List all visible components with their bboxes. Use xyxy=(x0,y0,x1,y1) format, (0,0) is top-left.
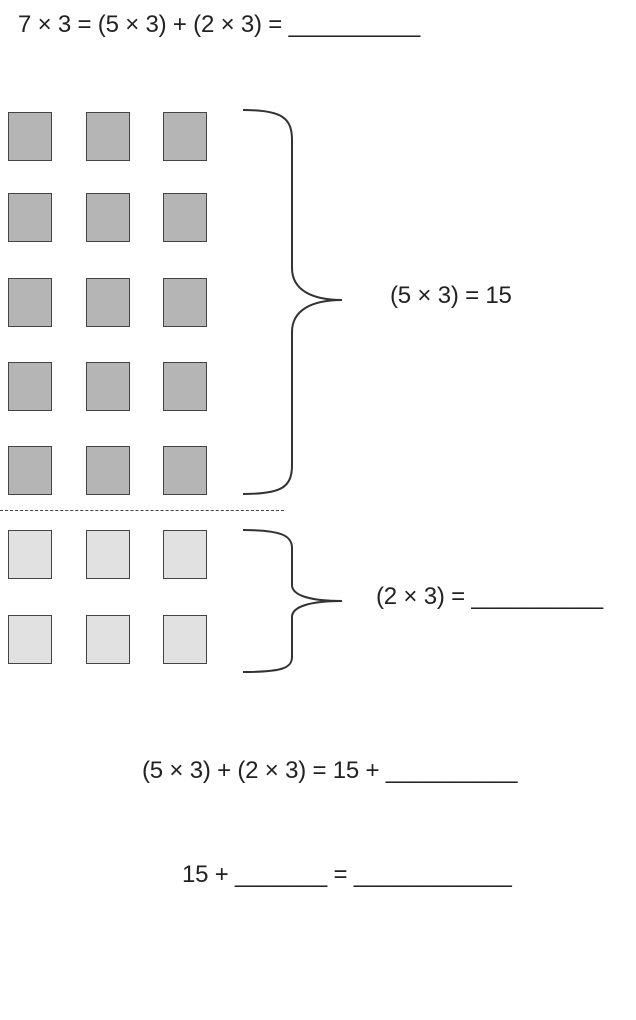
top-equation: 7 × 3 = (5 × 3) + (2 × 3) = __________ xyxy=(18,11,421,38)
dark-square xyxy=(86,362,130,411)
dark-square xyxy=(163,446,207,495)
dark-square xyxy=(86,112,130,161)
dark-square xyxy=(8,193,52,242)
light-square xyxy=(8,530,52,579)
dark-square xyxy=(86,278,130,327)
dark-square xyxy=(86,446,130,495)
light-square xyxy=(86,615,130,664)
dark-square xyxy=(8,112,52,161)
light-square xyxy=(163,530,207,579)
dark-square xyxy=(163,278,207,327)
final-equation: 15 + _______ = ____________ xyxy=(182,861,512,888)
dark-square xyxy=(163,362,207,411)
dark-square xyxy=(8,278,52,327)
large-curly-brace-icon xyxy=(242,109,343,495)
light-square xyxy=(86,530,130,579)
dark-square xyxy=(163,193,207,242)
dark-square xyxy=(8,446,52,495)
dashed-divider xyxy=(0,510,284,511)
light-square xyxy=(8,615,52,664)
light-square xyxy=(163,615,207,664)
group-two-equation: (2 × 3) = __________ xyxy=(376,583,603,610)
dark-square xyxy=(163,112,207,161)
small-curly-brace-icon xyxy=(242,529,343,673)
dark-square xyxy=(8,362,52,411)
group-one-equation: (5 × 3) = 15 xyxy=(390,282,512,309)
dark-square xyxy=(86,193,130,242)
combine-equation: (5 × 3) + (2 × 3) = 15 + __________ xyxy=(142,757,518,784)
